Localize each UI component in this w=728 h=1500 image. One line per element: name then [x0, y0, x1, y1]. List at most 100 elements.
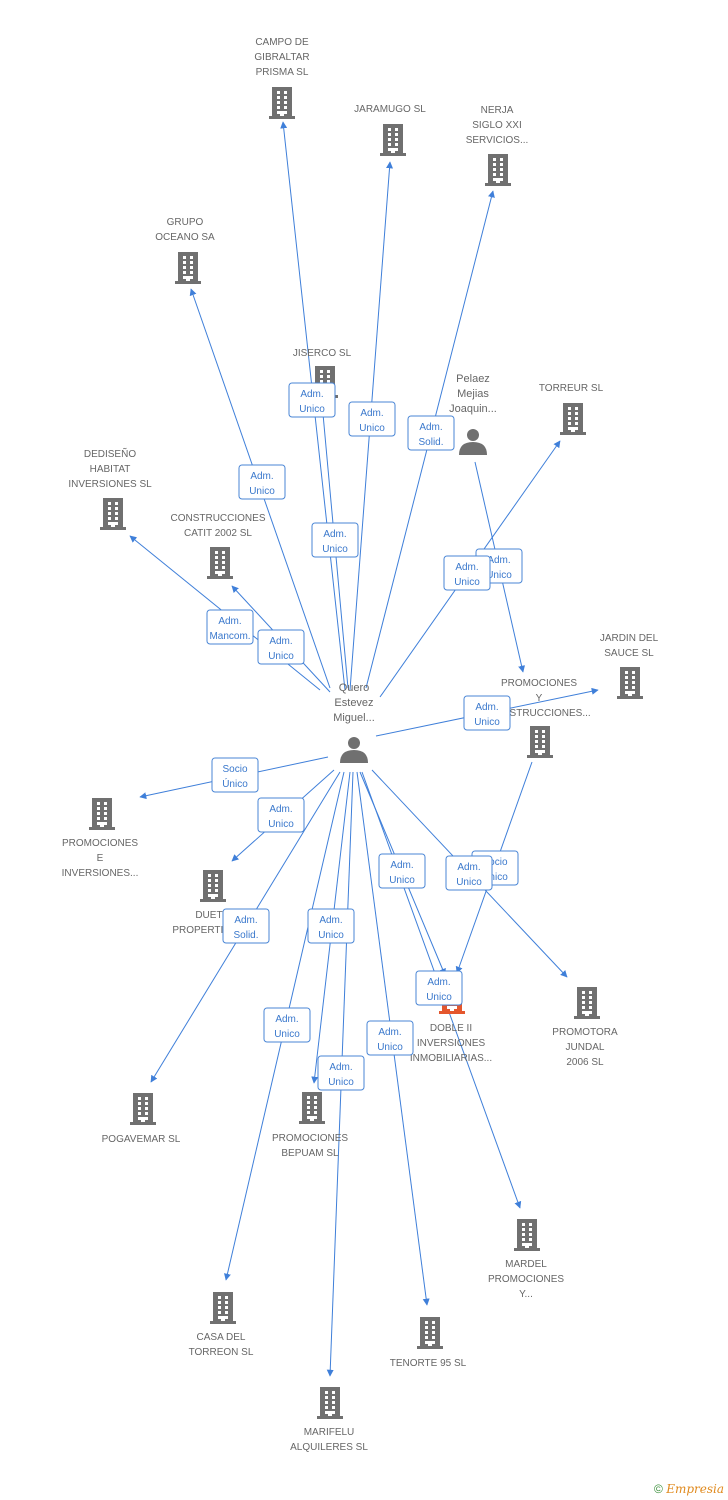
- node-pelaez[interactable]: PelaezMejiasJoaquin...: [449, 373, 497, 455]
- node-torreur[interactable]: TORREUR SL: [539, 383, 604, 435]
- node-label: PROMOCIONES: [501, 678, 577, 689]
- building-icon: [417, 1317, 443, 1349]
- node-label: CONSTRUCCIONES: [170, 513, 265, 524]
- person-icon: [459, 429, 487, 455]
- edge-label-text: Adm.: [475, 702, 498, 713]
- node-label: Y...: [519, 1289, 533, 1300]
- edge-label-box: [366, 1020, 414, 1056]
- person-icon: [340, 737, 368, 763]
- node-label: JISERCO SL: [293, 348, 352, 359]
- edge-label-text: Unico: [249, 486, 275, 497]
- brand-logo-text[interactable]: Empresia: [666, 1482, 724, 1496]
- edge-label-quero-to-catit[interactable]: Adm.Unico: [257, 629, 305, 665]
- edge-label-quero-to-marifelu[interactable]: Adm.Unico: [317, 1055, 365, 1091]
- edge-label-text: Adm.: [427, 977, 450, 988]
- edge-label-quero-to-campo[interactable]: Adm.Unico: [288, 382, 336, 418]
- edge-label-text: Adm.: [360, 408, 383, 419]
- node-label: INVERSIONES: [417, 1038, 486, 1049]
- node-label: Joaquin...: [449, 403, 497, 415]
- edge-label-quero-to-bepuam[interactable]: Adm.Unico: [307, 908, 355, 944]
- node-quero[interactable]: QueroEstevezMiguel...: [333, 682, 375, 763]
- edge-label-text: Socio: [482, 857, 507, 868]
- node-label: DEDISEÑO: [84, 447, 136, 460]
- node-marifelu[interactable]: MARIFELU ALQUILERES SL: [290, 1387, 368, 1453]
- node-label: PROMOCIONES: [272, 1133, 348, 1144]
- node-mardel[interactable]: MARDELPROMOCIONESY...: [488, 1219, 564, 1300]
- node-label: SIGLO XXI: [472, 120, 521, 131]
- edge-label-text: Adm.: [455, 562, 478, 573]
- edge-label-quero-to-promotora[interactable]: Adm.Unico: [445, 855, 493, 891]
- edge-label-quero-to-mardel[interactable]: Adm.Unico: [415, 970, 463, 1006]
- node-label: 2006 SL: [566, 1057, 604, 1068]
- edge-label-quero-to-pogavemar[interactable]: Adm.Solid.: [222, 908, 270, 944]
- edge-label-quero-to-doble[interactable]: Adm.Unico: [378, 853, 426, 889]
- edge-label-text: Adm.: [329, 1062, 352, 1073]
- node-promei[interactable]: PROMOCIONESEINVERSIONES...: [62, 798, 139, 879]
- node-label: Y: [536, 693, 543, 704]
- node-jaramugo[interactable]: JARAMUGO SL: [354, 104, 426, 156]
- edge-label-pelaez-to-promconst[interactable]: Adm.Unico: [443, 555, 491, 591]
- node-label: Mejias: [457, 388, 489, 400]
- edge-label-text: Unico: [456, 877, 482, 888]
- node-label: DUETT: [195, 910, 228, 921]
- edge-label-text: Unico: [377, 1042, 403, 1053]
- edge-label-box: [263, 1007, 311, 1043]
- node-label: PROMOCIONES: [62, 838, 138, 849]
- node-label: INVERSIONES SL: [68, 479, 152, 490]
- node-label: SERVICIOS...: [466, 135, 529, 146]
- node-label: INMOBILIARIAS...: [410, 1053, 492, 1064]
- node-label: OCEANO SA: [155, 232, 215, 243]
- node-label: PROMOCIONES: [488, 1274, 564, 1285]
- edge-label-text: Unico: [322, 544, 348, 555]
- building-icon: [485, 154, 511, 186]
- edge-label-quero-to-casa[interactable]: Adm.Unico: [263, 1007, 311, 1043]
- node-label: PROPERTIES SL: [172, 925, 252, 936]
- edge-label-quero-to-jardin[interactable]: Adm.Unico: [463, 695, 511, 731]
- building-icon: [514, 1219, 540, 1251]
- edge-label-text: Unico: [389, 875, 415, 886]
- building-icon: [210, 1292, 236, 1324]
- edge-label-text: Socio: [222, 764, 247, 775]
- edge-label-text: Adm.: [300, 389, 323, 400]
- edge-label-quero-to-duett[interactable]: Adm.Unico: [257, 797, 305, 833]
- node-label: ALQUILERES SL: [290, 1442, 368, 1453]
- edge-label-box: [415, 970, 463, 1006]
- edge-label-text: Adm.: [250, 471, 273, 482]
- edge-label-text: Adm.: [487, 555, 510, 566]
- building-icon: [317, 1387, 343, 1419]
- edge-label-text: Solid.: [418, 437, 443, 448]
- node-tenorte[interactable]: TENORTE 95 SL: [390, 1317, 467, 1369]
- building-icon: [200, 870, 226, 902]
- edge-label-quero-to-tenorte[interactable]: Adm.Unico: [366, 1020, 414, 1056]
- edge-label-text: Adm.: [269, 804, 292, 815]
- edge-label-quero-to-grupo[interactable]: Adm. Unico: [238, 464, 286, 500]
- node-duett[interactable]: DUETT PROPERTIES SL: [172, 870, 252, 936]
- node-label: MARIFELU: [304, 1427, 355, 1438]
- edge-label-text: Unico: [359, 423, 385, 434]
- node-label: Estevez: [334, 697, 373, 709]
- node-promconst[interactable]: PROMOCIONESYCONSTRUCCIONES...: [487, 678, 591, 758]
- edge-label-box: [445, 855, 493, 891]
- node-label: DOBLE II: [430, 1023, 472, 1034]
- edge-label-quero-to-nerja[interactable]: Adm. Solid.: [407, 415, 455, 451]
- edge-label-text: Solid.: [233, 930, 258, 941]
- edge-label-quero-to-jiserco[interactable]: Adm.Unico: [311, 522, 359, 558]
- node-label: JARDIN DEL: [600, 633, 659, 644]
- copyright-symbol: ©: [654, 1482, 663, 1496]
- edge-label-text: Adm.: [419, 422, 442, 433]
- edge-label-quero-to-jaramugo[interactable]: Adm. Unico: [348, 401, 396, 437]
- node-label: Pelaez: [456, 373, 490, 385]
- edge-label-quero-to-dediseno[interactable]: Adm.Mancom.: [206, 609, 254, 645]
- node-pogavemar[interactable]: POGAVEMAR SL: [102, 1093, 181, 1145]
